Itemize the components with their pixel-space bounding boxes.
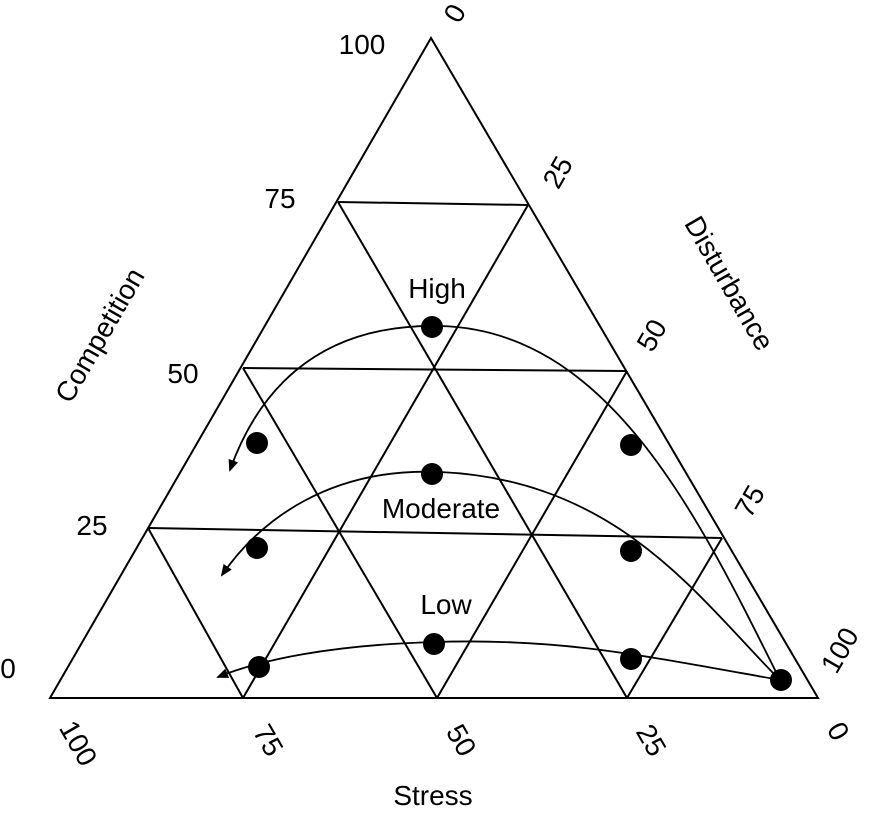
disturbance-tick-0: 0 xyxy=(437,0,472,28)
competition-tick-25: 25 xyxy=(76,510,107,541)
moderate-point-left xyxy=(246,537,268,559)
level-label-moderate: Moderate xyxy=(382,493,500,524)
competition-tick-100: 100 xyxy=(339,29,386,60)
low-point-peak xyxy=(423,633,445,655)
competition-tick-50: 50 xyxy=(167,358,198,389)
low-point-right xyxy=(620,648,642,670)
high-point-left xyxy=(246,432,268,454)
moderate-point-right xyxy=(620,540,642,562)
low-trajectory-curve xyxy=(216,640,781,681)
disturbance-tick-100: 100 xyxy=(815,622,865,678)
grid-competition-25 xyxy=(147,527,723,539)
stress-tick-50: 50 xyxy=(440,719,482,761)
grid-stress-25 xyxy=(337,201,628,699)
high-trajectory-curve xyxy=(228,325,781,681)
grid-disturbance-75 xyxy=(626,537,723,699)
level-label-low: Low xyxy=(420,589,472,620)
disturbance-tick-75: 75 xyxy=(729,480,771,522)
disturbance-axis-title: Disturbance xyxy=(678,211,780,356)
competition-axis-title: Competition xyxy=(49,263,151,408)
level-label-high: High xyxy=(408,273,466,304)
outer-triangle xyxy=(48,36,820,699)
stress-tick-0: 0 xyxy=(821,717,856,746)
stress-tick-75: 75 xyxy=(247,719,289,761)
disturbance-tick-25: 25 xyxy=(537,151,579,193)
moderate-trajectory-curve xyxy=(220,470,781,681)
high-point-peak xyxy=(421,316,443,338)
low-point-left xyxy=(248,656,270,678)
high-point-right xyxy=(620,434,642,456)
grid-disturbance-25 xyxy=(242,204,529,699)
competition-tick-0: 0 xyxy=(0,653,16,684)
origin-point xyxy=(770,669,792,691)
stress-tick-25: 25 xyxy=(630,719,672,761)
stress-tick-100: 100 xyxy=(53,715,103,771)
disturbance-tick-50: 50 xyxy=(631,314,673,356)
grid-disturbance-50 xyxy=(436,370,628,699)
competition-tick-75: 75 xyxy=(264,183,295,214)
grid-competition-75 xyxy=(337,201,529,206)
moderate-point-peak xyxy=(421,463,443,485)
stress-axis-title: Stress xyxy=(393,780,472,811)
